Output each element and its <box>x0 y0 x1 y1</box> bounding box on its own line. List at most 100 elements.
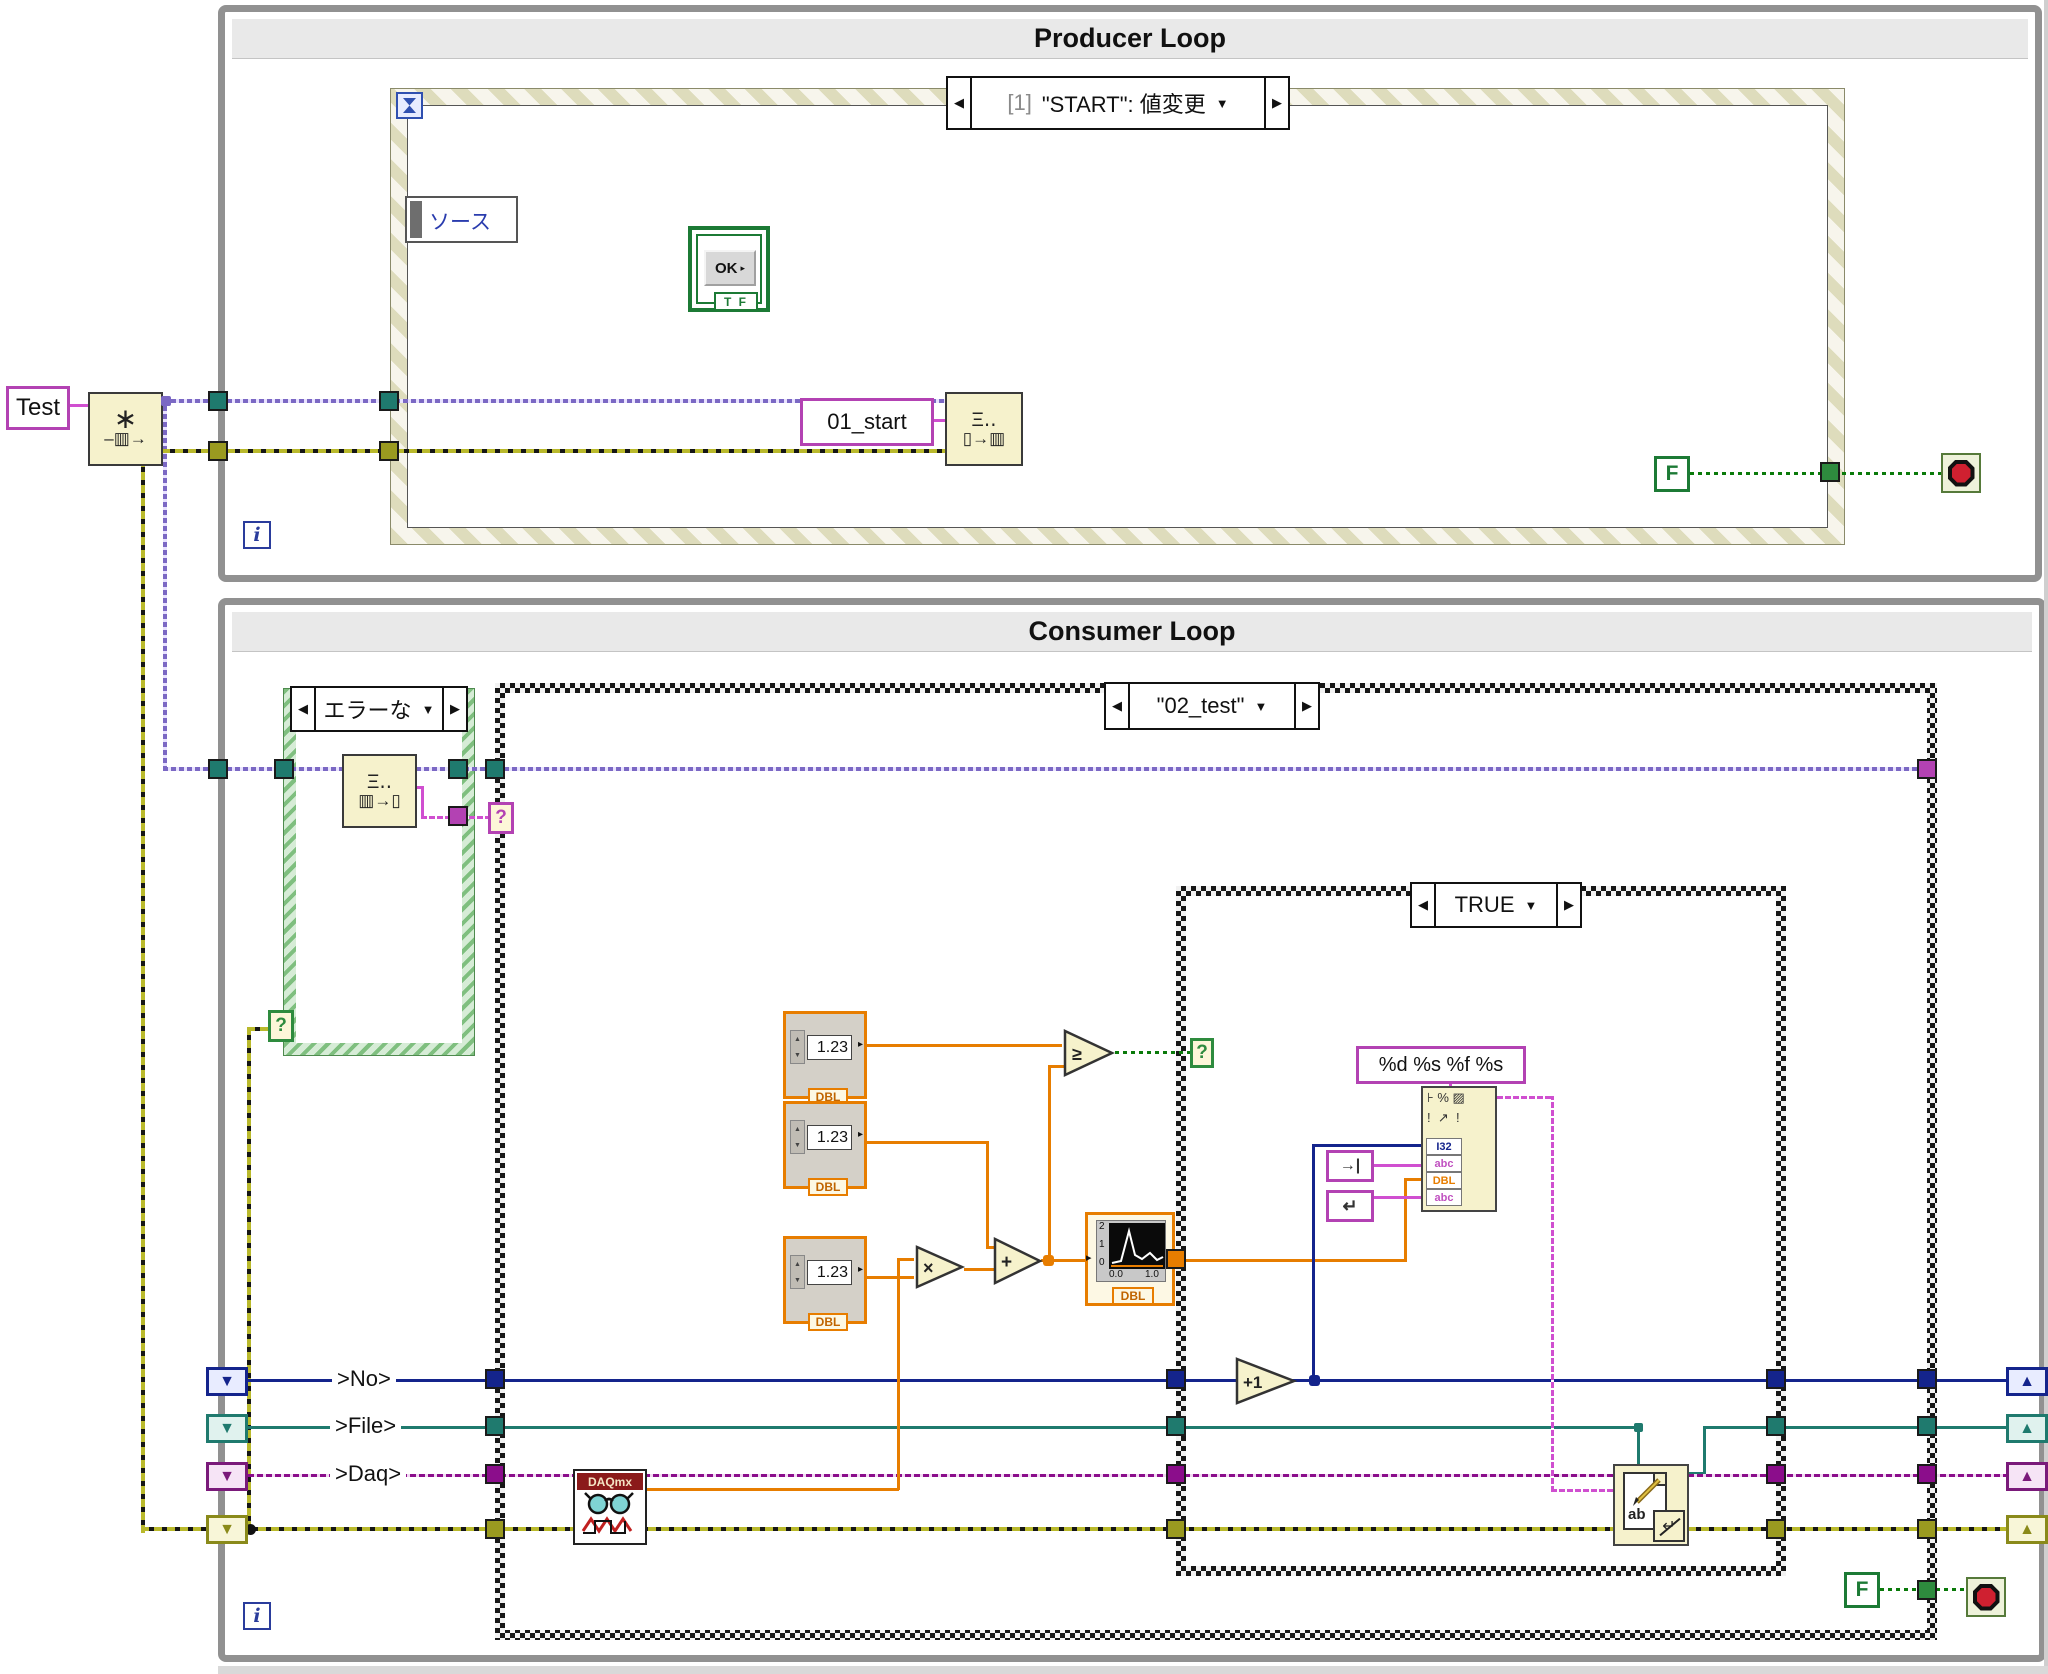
dequeue-icon: Ξ‥ <box>366 771 393 793</box>
count-branch-h <box>1312 1144 1421 1147</box>
next-case-icon[interactable]: ▶ <box>1294 684 1318 728</box>
multiply-node[interactable]: × <box>914 1244 966 1290</box>
event-case-header[interactable]: ◀ [1] "START": 値変更 ▼ ▶ <box>946 76 1290 130</box>
tunnel-queue-errcase-l <box>274 759 294 779</box>
shift-register-no-right[interactable]: ▲ <box>2006 1367 2048 1396</box>
shift-register-file-right[interactable]: ▲ <box>2006 1414 2048 1443</box>
true-case-header[interactable]: ◀ TRUE ▼ ▶ <box>1410 882 1582 928</box>
numeric-value[interactable]: 1.23 <box>807 1260 852 1285</box>
numeric-value[interactable]: 1.23 <box>807 1125 852 1150</box>
format-into-string-node[interactable]: ⊦ % ▨ ! ↗ ! I32 abc DBL abc <box>1421 1086 1497 1212</box>
tunnel-err-case02-l <box>485 1519 505 1539</box>
consumer-iteration-terminal[interactable]: i <box>243 1602 271 1630</box>
dequeue-glyph: ▥→▯ <box>358 791 401 811</box>
error-junction <box>245 1524 256 1535</box>
stop-icon <box>1972 1583 2000 1611</box>
producer-stop-terminal[interactable] <box>1941 453 1981 493</box>
start-message-constant[interactable]: 01_start <box>800 398 934 446</box>
spinner-icon[interactable]: ▲▼ <box>790 1255 805 1289</box>
case-dropdown-icon[interactable]: ▼ <box>421 701 435 717</box>
spinner-icon[interactable]: ▲▼ <box>790 1120 805 1154</box>
error-case-selector[interactable]: ? <box>268 1010 294 1042</box>
queue-wire-down <box>163 403 167 771</box>
error-case-header[interactable]: ◀ エラーな ▼ ▶ <box>290 686 468 732</box>
prev-case-icon[interactable]: ◀ <box>1106 684 1130 728</box>
eol-wire <box>1374 1196 1421 1199</box>
dequeue-element-node[interactable]: Ξ‥ ▥→▯ <box>342 754 417 828</box>
tunnel-err-true-r <box>1766 1519 1786 1539</box>
sum-to-compare-stub <box>1048 1065 1064 1068</box>
false-constant-consumer[interactable]: F <box>1844 1572 1880 1608</box>
case-dropdown-icon[interactable]: ▼ <box>1524 897 1538 913</box>
case-dropdown-icon[interactable]: ▼ <box>1254 698 1268 714</box>
tunnel-no-true-l <box>1166 1369 1186 1389</box>
next-case-icon[interactable]: ▶ <box>442 688 466 730</box>
queue-name-constant[interactable]: Test <box>6 386 70 430</box>
sum-wire-true-stub <box>1404 1178 1421 1181</box>
tunnel-file-true-r <box>1766 1416 1786 1436</box>
spinner-icon[interactable]: ▲▼ <box>790 1030 805 1064</box>
producer-iteration-terminal[interactable]: i <box>243 521 271 549</box>
queue-wire-consumer-in <box>163 767 343 771</box>
tunnel-daq-case02-l <box>485 1464 505 1484</box>
prev-case-icon[interactable]: ◀ <box>948 78 972 128</box>
increment-node[interactable]: +1 <box>1234 1356 1298 1406</box>
consumer-stop-terminal[interactable] <box>1966 1577 2006 1617</box>
queue-junction <box>161 396 171 406</box>
message-case-header[interactable]: ◀ "02_test" ▼ ▶ <box>1104 682 1320 730</box>
event-timeout-icon[interactable] <box>396 92 423 119</box>
format-string-constant[interactable]: %d %s %f %s <box>1356 1046 1526 1084</box>
tunnel-error-producer <box>208 441 228 461</box>
enqueue-element-node[interactable]: Ξ‥ ▯→▥ <box>945 392 1023 466</box>
next-case-icon[interactable]: ▶ <box>1556 884 1580 926</box>
write-text-file-node[interactable]: ab ↵ <box>1613 1464 1689 1546</box>
event-data-node-source[interactable]: ソース <box>405 196 518 243</box>
tunnel-daq-true-r <box>1766 1464 1786 1484</box>
add-node[interactable]: + <box>992 1236 1044 1286</box>
tunnel-queue-event <box>379 391 399 411</box>
next-case-icon[interactable]: ▶ <box>1264 78 1288 128</box>
message-case-label: "02_test" <box>1156 693 1245 718</box>
shift-register-error-left[interactable]: ▼ <box>206 1515 248 1544</box>
sr-up-icon: ▲ <box>2019 1467 2035 1485</box>
chart-xtick: 0.0 <box>1109 1269 1123 1280</box>
shift-register-no-left[interactable]: ▼ <box>206 1367 248 1396</box>
daqmx-glasses-icon <box>581 1492 634 1534</box>
prev-case-icon[interactable]: ◀ <box>292 688 316 730</box>
daq-task-wire <box>248 1474 2010 1477</box>
event-case-index: [1] <box>1007 90 1032 115</box>
tunnel-dbl-true-l <box>1166 1249 1186 1269</box>
obtain-queue-node[interactable]: ∗ ‒▥→ <box>88 392 163 466</box>
greater-equal-node[interactable]: ≥ <box>1062 1028 1116 1078</box>
hourglass-icon <box>403 98 416 113</box>
tab-constant-icon[interactable]: →| <box>1326 1150 1374 1182</box>
daqmx-read-node[interactable]: DAQmx <box>573 1469 647 1545</box>
numeric-control-1[interactable]: ▲▼ 1.23 ▸ DBL <box>783 1011 867 1106</box>
eol-constant-icon[interactable]: ↵ <box>1326 1190 1374 1222</box>
shift-register-file-left[interactable]: ▼ <box>206 1414 248 1443</box>
numeric-control-2[interactable]: ▲▼ 1.23 ▸ DBL <box>783 1101 867 1196</box>
case-dropdown-icon[interactable]: ▼ <box>1215 95 1229 111</box>
mult-to-add-wire <box>964 1268 994 1271</box>
ok-button-terminal[interactable]: OK ▸ T F <box>688 226 770 312</box>
waveform-chart-terminal[interactable]: ▸ 2 1 0 0.0 1.0 DBL <box>1085 1212 1175 1306</box>
tunnel-err-case02-r <box>1917 1519 1937 1539</box>
prev-case-icon[interactable]: ◀ <box>1412 884 1436 926</box>
tunnel-queue-case02-r <box>1917 759 1937 779</box>
format-const-stub <box>1449 1082 1452 1088</box>
tunnel-no-case02-l <box>485 1369 505 1389</box>
sr-down-icon: ▼ <box>219 1419 235 1437</box>
obtain-queue-glyph: ‒▥→ <box>104 428 147 448</box>
window-edge-bottom <box>218 1666 2048 1674</box>
shift-register-daq-left[interactable]: ▼ <box>206 1462 248 1491</box>
numeric-control-3[interactable]: ▲▼ 1.23 ▸ DBL <box>783 1236 867 1331</box>
true-case-selector[interactable]: ? <box>1190 1038 1214 1068</box>
sr-up-icon: ▲ <box>2019 1520 2035 1538</box>
shift-register-error-right[interactable]: ▲ <box>2006 1515 2048 1544</box>
shift-register-daq-right[interactable]: ▲ <box>2006 1462 2048 1491</box>
message-case-selector[interactable]: ? <box>488 802 514 834</box>
numeric-value[interactable]: 1.23 <box>807 1035 852 1060</box>
false-constant-producer[interactable]: F <box>1654 456 1690 492</box>
true-case-label: TRUE <box>1454 892 1515 917</box>
offset-wire-v <box>986 1141 989 1248</box>
